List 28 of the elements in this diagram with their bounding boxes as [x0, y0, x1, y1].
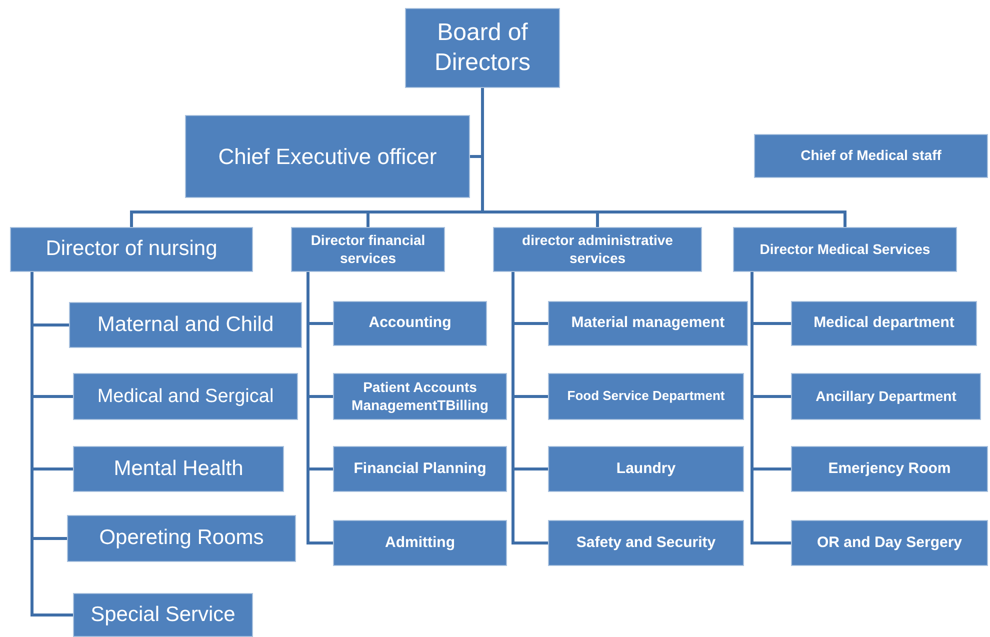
connector-line — [750, 272, 791, 544]
org-box: Emerjency Room — [791, 446, 988, 492]
org-box: Mental Health — [73, 446, 284, 492]
org-box: Admitting — [333, 520, 507, 566]
org-box: Medical and Sergical — [73, 373, 298, 420]
org-box: Material management — [548, 301, 748, 346]
connector-line — [512, 272, 548, 544]
org-box: Director Medical Services — [733, 227, 957, 272]
connector-line — [306, 272, 333, 544]
org-box: Chief of Medical staff — [754, 134, 988, 178]
org-box: Director financial services — [291, 227, 445, 272]
org-box: Director of nursing — [10, 227, 253, 272]
org-box: Maternal and Child — [69, 302, 302, 348]
org-box: Financial Planning — [333, 446, 507, 492]
org-box: Safety and Security — [548, 520, 744, 566]
org-box: Chief Executive officer — [185, 115, 470, 198]
org-box: Opereting Rooms — [67, 515, 296, 562]
org-box: Accounting — [333, 301, 487, 346]
org-box: Medical department — [791, 301, 977, 346]
org-box: Board of Directors — [405, 8, 560, 88]
org-box: Laundry — [548, 446, 744, 492]
org-box: Ancillary Department — [791, 373, 981, 420]
org-box: OR and Day Sergery — [791, 520, 988, 566]
connector-line — [30, 272, 73, 616]
org-box: Special Service — [73, 593, 253, 637]
org-box: Food Service Department — [548, 373, 744, 420]
org-box: director administrative services — [493, 227, 702, 272]
org-box: Patient Accounts ManagementTBilling — [333, 373, 507, 420]
